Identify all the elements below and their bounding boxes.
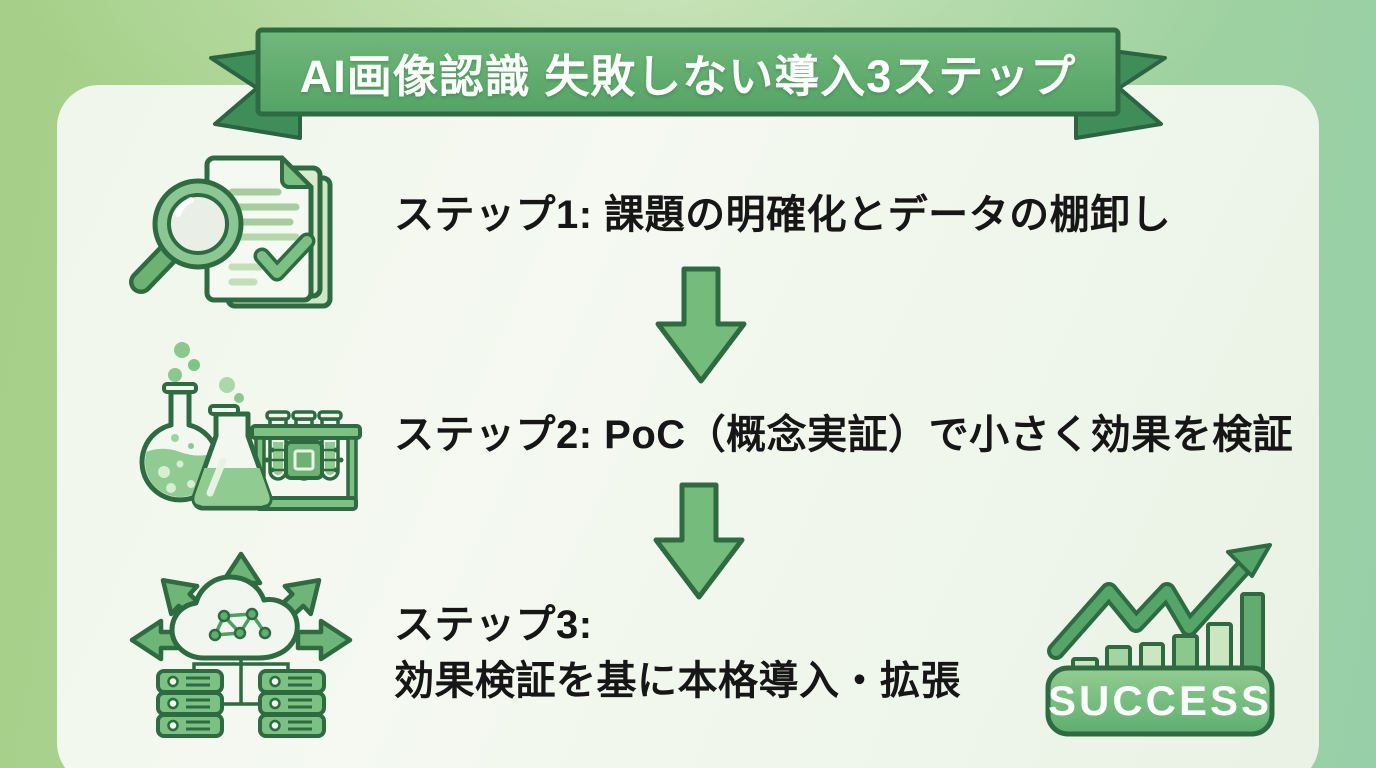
success-badge-label: SUCCESS <box>1047 677 1273 724</box>
step-2-label: ステップ2: PoC（概念実証）で小さく効果を検証 <box>394 413 1294 457</box>
lab-flasks-icon <box>118 338 364 534</box>
step-3-label: ステップ3: 効果検証を基に本格導入・拡張 <box>394 597 961 709</box>
ribbon-band <box>255 27 1121 117</box>
step-3-label-line-2: 効果検証を基に本格導入・拡張 <box>394 659 961 703</box>
step-1-label: ステップ1: 課題の明確化とデータの棚卸し <box>394 193 1172 237</box>
growth-chart-icon <box>1040 533 1280 739</box>
page-title: AI画像認識 失敗しない導入3ステップ <box>299 50 1077 102</box>
title-ribbon <box>209 27 1167 140</box>
cloud-network-servers-icon <box>118 546 364 746</box>
step-3-label-line-1: ステップ3: <box>394 603 593 647</box>
magnifier-documents-icon <box>128 140 360 322</box>
down-arrow-icon <box>650 480 748 602</box>
down-arrow-icon <box>652 264 750 386</box>
